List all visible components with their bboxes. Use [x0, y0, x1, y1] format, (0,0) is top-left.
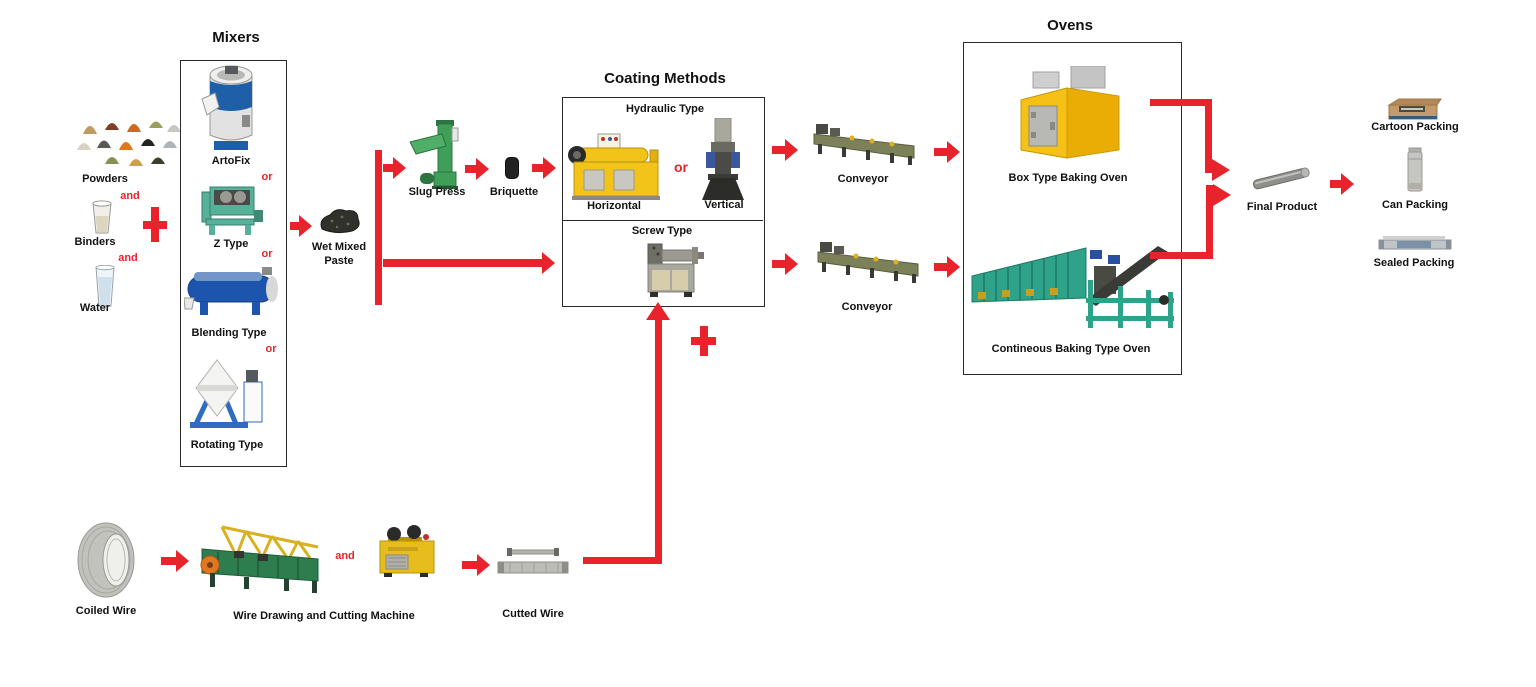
wet-paste-image [320, 209, 360, 234]
arrow-mixers-to-paste [290, 215, 312, 237]
box-oven-label: Box Type Baking Oven [1008, 172, 1128, 184]
arrow-conveyor2-to-ovens [934, 256, 960, 278]
conveyor2-image [817, 242, 919, 283]
arrow-coil-to-drawing [161, 550, 189, 572]
vertical-label: Vertical [704, 199, 744, 211]
or-label-2: or [261, 248, 273, 260]
rotating-label: Rotating Type [190, 439, 264, 451]
blending-mixer-image [184, 267, 278, 315]
arrow-final-to-packing [1330, 173, 1354, 195]
arrow-branch-to-slugpress [383, 157, 406, 179]
boxoven-out-horizontal [1150, 99, 1212, 106]
powders-label: Powders [82, 173, 128, 185]
and-label-wire: and [335, 550, 355, 562]
cutwire-line-vertical [655, 318, 662, 564]
binders-label: Binders [74, 236, 116, 248]
horizontal-label: Horizontal [587, 200, 641, 212]
ztype-label: Z Type [213, 238, 249, 250]
coating-title: Coating Methods [604, 70, 726, 87]
and-label-2: and [118, 252, 138, 264]
arrow-coating-to-conveyor1 [772, 139, 798, 161]
water-image [95, 265, 115, 307]
boxoven-out-head [1212, 159, 1230, 181]
branch-line-vertical [375, 150, 382, 305]
contoven-out-vertical [1206, 185, 1213, 259]
conveyor1-label: Conveyor [837, 173, 889, 185]
mixers-title: Mixers [212, 29, 260, 46]
ovens-box [963, 42, 1182, 375]
vertical-coater-image [702, 118, 744, 200]
box-oven-image [1020, 66, 1120, 159]
sealed-packing-label: Sealed Packing [1373, 257, 1455, 269]
can-packing-image [1407, 147, 1423, 192]
powders-image [77, 121, 181, 166]
continuous-oven-image [971, 246, 1174, 328]
hydraulic-type-label: Hydraulic Type [625, 103, 705, 115]
cutwire-line-horizontal [583, 557, 662, 564]
wet-paste-label-line1: Wet Mixed [311, 241, 367, 253]
ovens-title: Ovens [1047, 17, 1093, 34]
conveyor2-label: Conveyor [841, 301, 893, 313]
briquette-image [505, 157, 519, 179]
coating-divider [562, 220, 763, 221]
contoven-out-head [1213, 184, 1231, 206]
or-label-coating: or [674, 159, 688, 175]
contoven-out-horizontal [1150, 252, 1213, 259]
arrow-conveyor1-to-ovens [934, 141, 960, 163]
boxoven-out-vertical [1205, 99, 1212, 173]
screw-type-label: Screw Type [631, 225, 693, 237]
arrow-slugpress-to-briquette [465, 158, 489, 180]
plus-sign-inputs [143, 207, 167, 242]
conveyor1-image [813, 124, 915, 165]
water-label: Water [79, 302, 111, 314]
can-packing-label: Can Packing [1381, 199, 1449, 211]
wire-cutting-machine-image [379, 525, 435, 577]
ztype-mixer-image [201, 186, 263, 235]
slug-press-label: Slug Press [408, 186, 466, 198]
arrow-cutwire-to-coating-head [646, 302, 670, 320]
arrow-paste-to-screwtype [383, 252, 555, 274]
cutted-wire-image [497, 548, 569, 574]
coiled-wire-image [77, 522, 135, 598]
slug-press-image [409, 120, 459, 189]
final-product-image [1252, 167, 1310, 190]
mixers-box [180, 60, 287, 467]
blending-label: Blending Type [191, 327, 267, 339]
arrow-coating-to-conveyor2 [772, 253, 798, 275]
arrow-briquette-to-coating [532, 157, 556, 179]
and-label-1: and [120, 190, 140, 202]
rotating-mixer-image [190, 359, 263, 428]
plus-sign-coating [691, 326, 716, 356]
briquette-label: Briquette [489, 186, 539, 198]
artofix-label: ArtoFix [211, 155, 251, 167]
arrow-cutting-to-cutwire [462, 554, 490, 576]
cartoon-packing-image [1387, 98, 1442, 120]
wire-drawing-machine-label: Wire Drawing and Cutting Machine [233, 610, 415, 622]
final-product-label: Final Product [1246, 201, 1318, 213]
binders-image [92, 200, 112, 234]
or-label-3: or [265, 343, 277, 355]
wire-drawing-machine-image [200, 525, 319, 593]
horizontal-coater-image [568, 133, 660, 200]
coiled-wire-label: Coiled Wire [75, 605, 137, 617]
cartoon-packing-label: Cartoon Packing [1371, 121, 1459, 133]
or-label-1: or [261, 171, 273, 183]
continuous-oven-label: Contineous Baking Type Oven [991, 343, 1151, 355]
artofix-mixer-image [201, 65, 253, 150]
wet-paste-label-line2: Paste [324, 255, 354, 267]
sealed-packing-image [1378, 236, 1452, 250]
screw-coater-image [647, 243, 704, 297]
cutted-wire-label: Cutted Wire [502, 608, 564, 620]
